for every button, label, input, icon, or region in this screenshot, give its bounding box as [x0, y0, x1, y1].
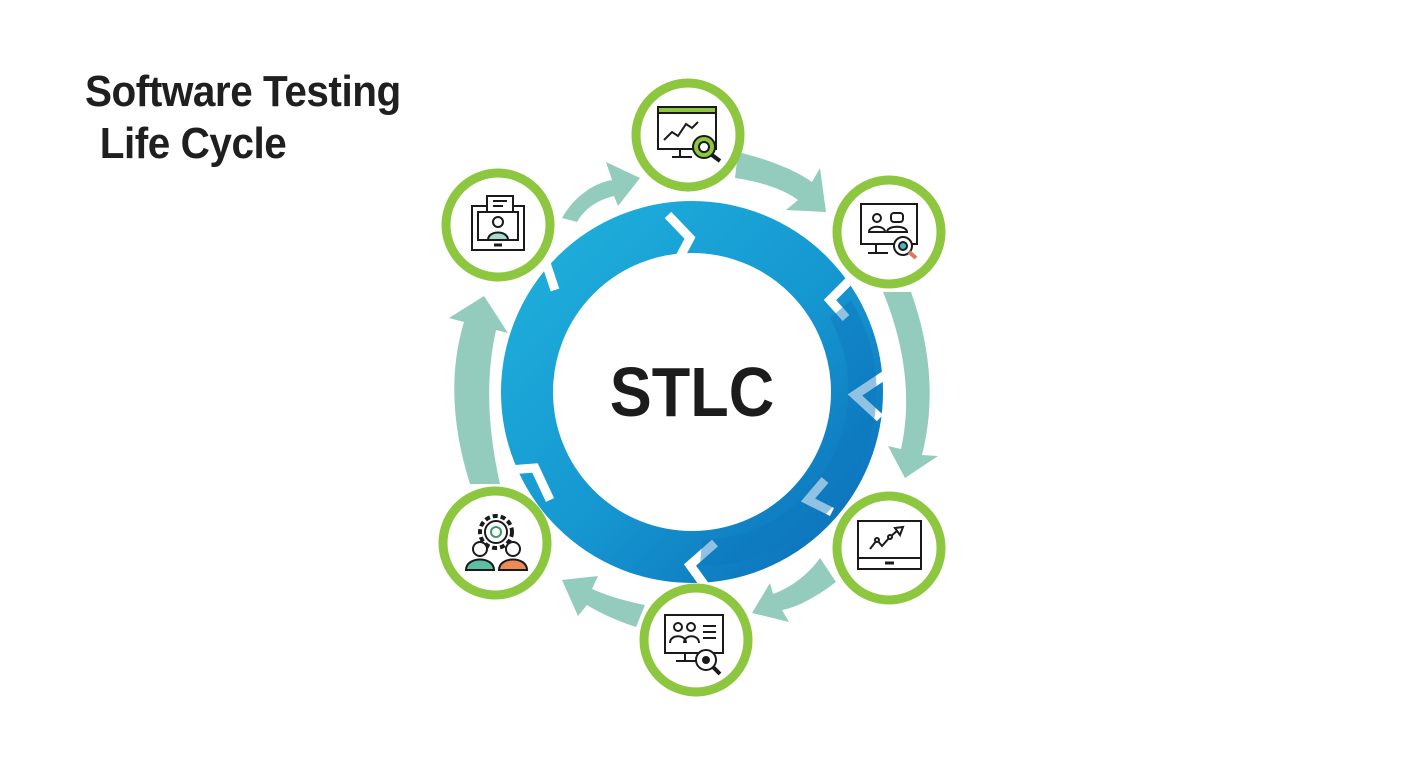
node-bottom-left: [438, 486, 552, 600]
title-line-1: Software Testing: [85, 67, 401, 116]
outer-arrows: [449, 152, 938, 627]
node-top-left: [441, 168, 555, 282]
arrow-topleft-to-top: [562, 162, 640, 222]
tablet-user-document-icon: [471, 195, 525, 251]
diagram-title: Software Testing Life Cycle: [85, 66, 401, 170]
node-bottom-right: [832, 491, 946, 605]
central-ring: [501, 201, 888, 593]
laptop-trend-chart-icon: [857, 520, 922, 570]
monitor-chart-magnifier-icon: [657, 106, 722, 163]
center-label: STLC: [609, 353, 775, 431]
gear-team-icon: [464, 514, 529, 571]
arrow-topright-to-bottomright: [883, 292, 938, 478]
monitor-team-list-magnifier-icon: [664, 614, 724, 676]
node-bottom: [639, 583, 753, 697]
title-line-2: Life Cycle: [99, 119, 287, 168]
node-top-right: [832, 175, 946, 289]
node-top: [631, 78, 745, 192]
arrow-bottomleft-to-topleft: [449, 296, 508, 484]
arrow-bottom-to-bottomleft: [562, 576, 645, 627]
arrow-bottomright-to-bottom: [752, 558, 836, 622]
arrow-top-to-topright: [735, 152, 826, 212]
monitor-users-magnifier-icon: [860, 203, 918, 260]
